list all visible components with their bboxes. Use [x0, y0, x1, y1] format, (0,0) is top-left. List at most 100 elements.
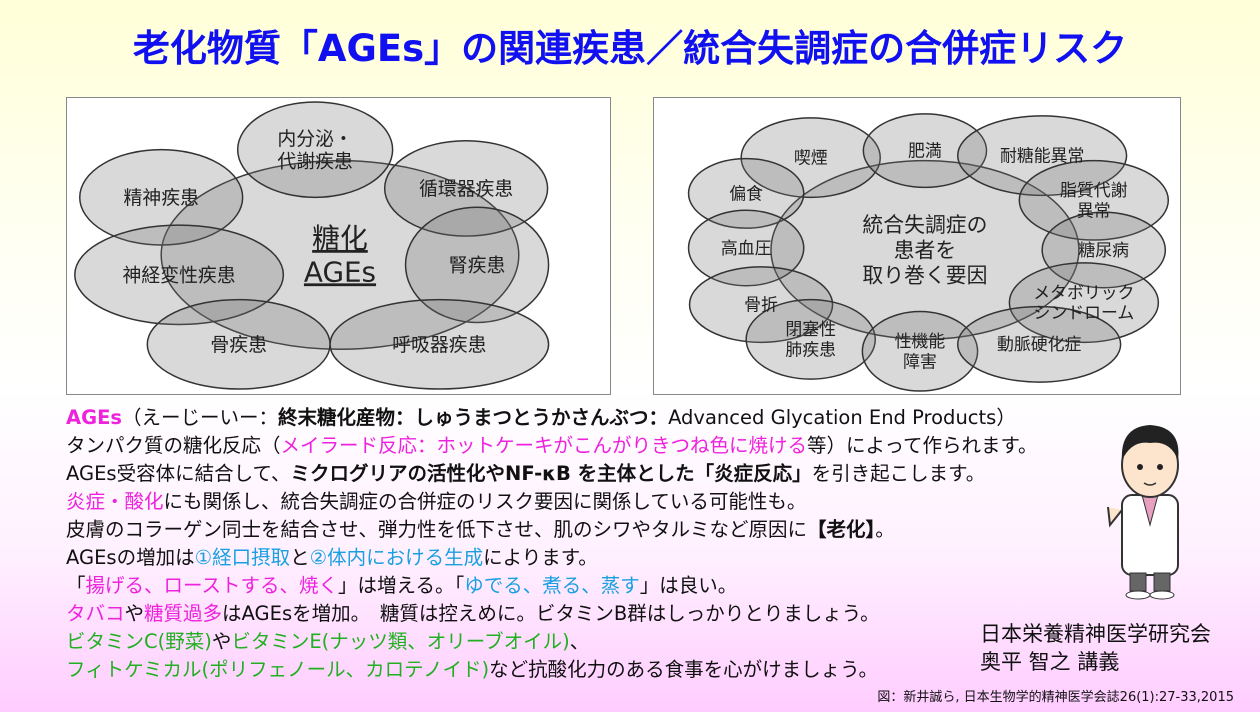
diagram-label: 循環器疾患 — [419, 178, 513, 200]
highlight-text: タバコ — [66, 602, 125, 625]
text-segment: AGEsの増加は — [66, 546, 195, 569]
text-line: タンパク質の糖化反応（メイラード反応：ホットケーキがこんがりきつね色に焼ける等）… — [66, 432, 1038, 460]
diagram-label: 障害 — [903, 351, 937, 371]
slide-title: 老化物質「AGEs」の関連疾患／統合失調症の合併症リスク — [132, 27, 1128, 70]
diagram-label: AGEs — [304, 255, 376, 288]
text-segment: AGEs受容体に結合して、 — [66, 462, 291, 485]
explanation-text: AGEs（えーじーいー：終末糖化産物：しゅうまつとうかさんぶつ：Advanced… — [66, 404, 1038, 684]
highlight-text: AGEs — [66, 406, 123, 429]
schizophrenia-risk-diagram: 統合失調症の患者を取り巻く要因 喫煙 肥満 耐糖能異常偏食 脂質代謝異常高血圧 糖尿病骨折… — [653, 97, 1181, 395]
text-line: フィトケミカル(ポリフェノール、カロテノイド)など抗酸化力のある食事を心がけまし… — [66, 656, 1038, 684]
diagram-label: メタボリック — [1033, 282, 1134, 302]
highlight-text: 【老化】 — [807, 518, 876, 541]
diagram-label: シンドローム — [1033, 303, 1134, 323]
diagram-label: 高血圧 — [721, 238, 772, 258]
text-segment: によります。 — [483, 546, 598, 569]
highlight-text: ビタミンC(野菜) — [66, 630, 212, 653]
diagram-label: 精神疾患 — [123, 187, 198, 209]
diagram-ellipse — [688, 266, 834, 344]
diagram-label: 閉塞性 — [785, 319, 836, 339]
text-segment: を引き起こします。 — [811, 462, 986, 485]
text-line: ビタミンC(野菜)やビタミンE(ナッツ類、オリーブオイル)、 — [66, 628, 1038, 656]
highlight-text: 炎症・酸化 — [66, 490, 164, 513]
diagram-ellipse — [956, 305, 1122, 383]
diagram-ellipse — [1008, 262, 1160, 344]
text-segment: にも関係し、統合失調症の合併症のリスク要因に関係している可能性も。 — [163, 490, 807, 513]
highlight-text: 揚げる、ローストする、焼く — [85, 574, 339, 597]
highlight-text: メイラード反応：ホットケーキがこんがりきつね色に焼ける — [280, 434, 808, 457]
lecture-credit: 日本栄養精神医学研究会 奥平 智之 講義 — [980, 620, 1211, 676]
organization-name: 日本栄養精神医学研究会 — [980, 622, 1211, 646]
diagram-label: 骨折 — [744, 295, 778, 315]
highlight-text: ①経口摂取 — [194, 546, 291, 569]
highlight-text: ミクログリアの活性化やNF-κB を主体とした「炎症反応」 — [290, 462, 812, 485]
text-segment: と — [290, 546, 310, 569]
diagram-label: 神経変性疾患 — [122, 264, 235, 286]
text-segment: 等）によって作られます。 — [807, 434, 1038, 457]
diagram-label: 患者を — [894, 238, 957, 262]
text-line: タバコや糖質過多はAGEsを増加。 糖質は控えめに。ビタミンB群はしっかりとりま… — [66, 600, 1038, 628]
highlight-text: 糖質過多 — [144, 602, 223, 625]
diagram-ellipse — [770, 159, 1080, 341]
highlight-text: ビタミンE(ナッツ類、オリーブオイル) — [231, 630, 570, 653]
text-line: 「揚げる、ローストする、焼く」は増える。「ゆでる、煮る、蒸す」は良い。 — [66, 572, 1038, 600]
text-segment: 」は増える。「 — [338, 574, 465, 597]
text-segment: や — [211, 630, 232, 653]
diagram-ellipse — [1041, 211, 1167, 289]
text-segment: 、 — [569, 630, 590, 653]
text-line: AGEs（えーじーいー：終末糖化産物：しゅうまつとうかさんぶつ：Advanced… — [66, 404, 1038, 432]
diagram-label: 肺疾患 — [785, 339, 836, 359]
text-line: AGEs受容体に結合して、ミクログリアの活性化やNF-κB を主体とした「炎症反… — [66, 460, 1038, 488]
text-segment: や — [124, 602, 145, 625]
diagram-label: 腎疾患 — [449, 254, 506, 276]
text-segment: はAGEsを増加。 糖質は控えめに。ビタミンB群はしっかりとりましょう。 — [222, 602, 880, 625]
diagram-ellipse — [956, 115, 1128, 197]
figure-citation: 図：新井誠ら, 日本生物学的精神医学会誌26(1):27-33,2015 — [877, 690, 1234, 705]
diagram-label: 糖尿病 — [1078, 240, 1129, 260]
text-segment: タンパク質の糖化反応（ — [66, 434, 281, 457]
diagram-label: 代謝疾患 — [277, 151, 352, 173]
highlight-text: フィトケミカル(ポリフェノール、カロテノイド) — [66, 658, 490, 681]
diagram-ellipse — [79, 148, 244, 246]
diagram-label: 性機能 — [895, 331, 946, 351]
text-segment: Advanced Glycation End Products） — [668, 406, 1016, 429]
diagram-label: 骨疾患 — [210, 334, 267, 356]
diagram-label: 呼吸器疾患 — [392, 334, 486, 356]
lecturer-name: 奥平 智之 講義 — [980, 650, 1120, 674]
diagram-label: 喫煙 — [794, 148, 828, 168]
diagram-label: 内分泌・ — [277, 128, 352, 150]
diagram-label: 取り巻く要因 — [862, 263, 987, 287]
text-line: 炎症・酸化にも関係し、統合失調症の合併症のリスク要因に関係している可能性も。 — [66, 488, 1038, 516]
diagram-ellipse — [404, 206, 550, 324]
text-line: 皮膚のコラーゲン同士を結合させ、弾力性を低下させ、肌のシワやタルミなど原因に【老… — [66, 516, 1038, 544]
highlight-text: ゆでる、煮る、蒸す — [464, 574, 640, 597]
diagram-label: 統合失調症の — [862, 213, 987, 237]
diagram-label: 動脈硬化症 — [997, 334, 1082, 354]
highlight-text: 終末糖化産物：しゅうまつとうかさんぶつ： — [278, 406, 669, 429]
text-segment: など抗酸化力のある食事を心がけましょう。 — [489, 658, 878, 681]
diagram-ellipse — [329, 298, 550, 390]
diagram-label: 耐糖能異常 — [1000, 146, 1084, 166]
text-segment: （えーじーいー： — [122, 406, 279, 429]
text-segment: 。 — [875, 518, 895, 541]
diagram-label: 異常 — [1077, 200, 1111, 220]
text-line: AGEsの増加は①経口摂取と②体内における生成によります。 — [66, 544, 1038, 572]
diagram-ellipse — [862, 113, 988, 189]
diagram-label: 脂質代謝 — [1060, 180, 1128, 200]
text-segment: 」は良い。 — [639, 574, 738, 597]
diagram-ellipse — [1018, 159, 1170, 241]
diagram-ellipse — [236, 101, 394, 199]
highlight-text: ②体内における生成 — [309, 546, 484, 569]
diagram-ellipse — [687, 157, 805, 229]
text-segment: 「 — [66, 574, 86, 597]
text-segment: 皮膚のコラーゲン同士を結合させ、弾力性を低下させ、肌のシワやタルミなど原因に — [66, 518, 808, 541]
diagram-ellipse — [160, 159, 520, 351]
diagram-label: 糖化 — [312, 222, 368, 255]
diagram-ellipse — [740, 117, 881, 199]
diagram-ellipse — [745, 298, 877, 380]
doctor-illustration — [1107, 425, 1179, 600]
diagram-ellipse — [861, 310, 979, 392]
diagram-label: 偏食 — [729, 183, 763, 203]
diagram-label: 肥満 — [908, 141, 942, 161]
